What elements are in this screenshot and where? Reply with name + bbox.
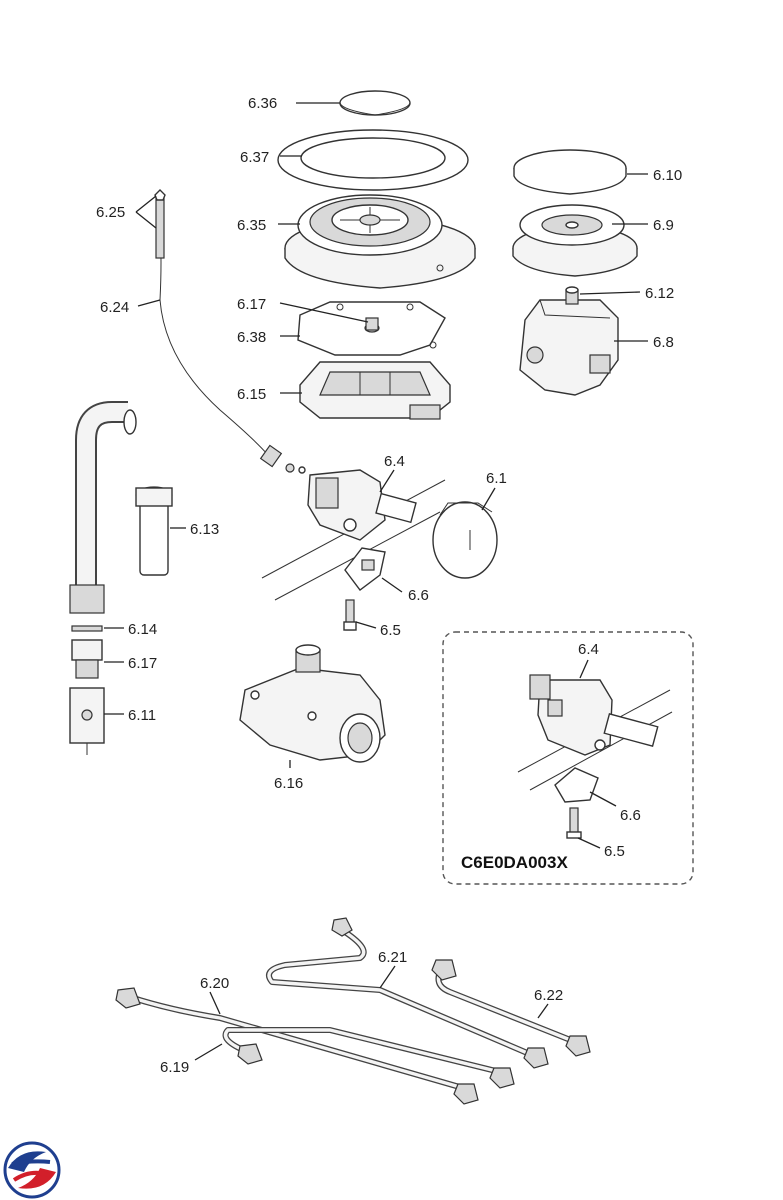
part-gas-inlet-elbow (69, 401, 137, 614)
label-6-21: 6.21 (378, 949, 407, 966)
label-6-20: 6.20 (200, 975, 229, 992)
label-6-19: 6.19 (160, 1059, 189, 1076)
part-control-knob (432, 501, 498, 579)
label-6-4-main: 6.4 (384, 453, 405, 470)
part-pipe-6-21 (266, 917, 549, 1069)
label-6-6-inset: 6.6 (620, 807, 641, 824)
part-pipe-6-19 (222, 1027, 515, 1089)
label-6-15: 6.15 (237, 386, 266, 403)
part-nipple (71, 639, 103, 679)
label-6-17-pipe: 6.17 (128, 655, 157, 672)
label-6-6-main: 6.6 (408, 587, 429, 604)
inset-model-code: C6E0DA003X (461, 853, 568, 872)
inset-alternative-tap (442, 631, 694, 885)
label-6-16: 6.16 (274, 775, 303, 792)
label-6-1: 6.1 (486, 470, 507, 487)
label-6-8: 6.8 (653, 334, 674, 351)
part-pipe-6-22 (431, 959, 591, 1057)
label-6-5-main: 6.5 (380, 622, 401, 639)
part-burner-cap-small (339, 90, 411, 116)
part-burner-cap-medium (513, 149, 627, 195)
label-6-12: 6.12 (645, 285, 674, 302)
label-6-37: 6.37 (240, 149, 269, 166)
label-6-13: 6.13 (190, 521, 219, 538)
part-thermocouple (154, 189, 306, 474)
label-6-22: 6.22 (534, 987, 563, 1004)
label-6-9: 6.9 (653, 217, 674, 234)
part-connector-sleeve (135, 486, 173, 576)
part-burner-plate (297, 301, 446, 356)
label-6-35: 6.35 (237, 217, 266, 234)
label-6-25: 6.25 (96, 204, 125, 221)
label-6-24: 6.24 (100, 299, 129, 316)
label-6-4-inset: 6.4 (578, 641, 599, 658)
part-burner-body-small (519, 286, 619, 396)
label-6-38: 6.38 (237, 329, 266, 346)
label-6-14: 6.14 (128, 621, 157, 638)
brand-logo (3, 1141, 61, 1199)
label-6-5-inset: 6.5 (604, 843, 625, 860)
part-gas-tap (261, 469, 446, 601)
part-burner-head-large (284, 194, 476, 289)
part-tap-clip (344, 547, 386, 591)
leader-lines (104, 102, 648, 1061)
part-screw (343, 599, 357, 631)
part-washer (71, 625, 103, 632)
part-hex-nut (69, 687, 105, 755)
label-6-11: 6.11 (128, 707, 156, 724)
label-6-10: 6.10 (653, 167, 682, 184)
part-gas-regulator (239, 644, 386, 763)
callout-labels: 6.36 6.37 6.35 6.17 6.38 6.15 6.10 6.9 6… (96, 95, 682, 1076)
label-6-17-burner: 6.17 (237, 296, 266, 313)
part-burner-head-small (512, 204, 638, 277)
part-pipe-6-20 (115, 987, 479, 1105)
part-burner-base (299, 361, 451, 420)
part-burner-ring (277, 129, 469, 191)
label-6-36: 6.36 (248, 95, 277, 112)
